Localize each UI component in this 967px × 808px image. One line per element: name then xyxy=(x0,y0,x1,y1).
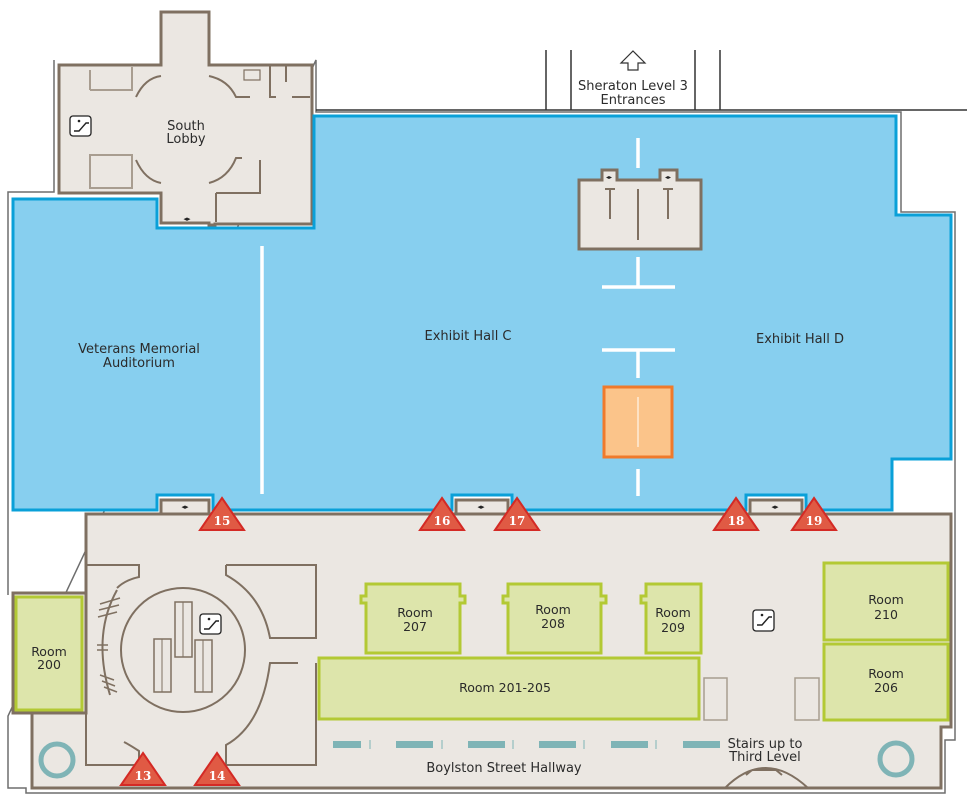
exhibit-halls-area xyxy=(11,114,953,512)
entrance-number: 16 xyxy=(434,514,451,528)
room-209-label-line2: 209 xyxy=(661,620,685,635)
room-208-label-line1: Room xyxy=(535,602,571,617)
entrance-number: 13 xyxy=(135,769,152,783)
room-207-label-line1: Room xyxy=(397,605,433,620)
door-arrows-icon: ◂▸ xyxy=(181,503,189,511)
entrance-marker-15[interactable]: 15 xyxy=(198,496,246,531)
room-206[interactable]: Room 206 xyxy=(822,642,950,722)
sheraton-entrance[interactable]: Sheraton Level 3 Entrances xyxy=(545,50,721,110)
service-core: ◂▸ ◂▸ xyxy=(577,168,703,251)
stairs-icon xyxy=(243,69,261,81)
room-208-label-line2: 208 xyxy=(541,616,565,631)
escalator-icon xyxy=(752,609,775,632)
room-210[interactable]: Room 210 xyxy=(822,561,950,642)
stairs-label-line1: Stairs up to xyxy=(728,737,803,752)
entrance-number: 18 xyxy=(728,514,745,528)
door-arrows-icon: ◂▸ xyxy=(771,503,779,511)
veterans-auditorium-label-line1[interactable]: Veterans Memorial xyxy=(78,342,200,357)
service-box xyxy=(794,677,820,721)
exhibit-hall-d-label[interactable]: Exhibit Hall D xyxy=(756,332,844,347)
room-208[interactable]: Room 208 xyxy=(501,582,608,655)
up-arrow-icon xyxy=(619,50,647,71)
entrance-marker-19[interactable]: 19 xyxy=(790,496,838,531)
stairs-arch[interactable] xyxy=(724,767,809,789)
door-arrows-icon: ◂▸ xyxy=(665,174,671,181)
south-lobby-label-line1: South xyxy=(167,119,205,134)
escalator-icon xyxy=(199,613,222,635)
elevator-icon[interactable] xyxy=(877,740,915,778)
service-box xyxy=(703,677,728,721)
entrance-number: 17 xyxy=(509,514,526,528)
room-207[interactable]: Room 207 xyxy=(359,582,467,655)
room-201-205-label: Room 201-205 xyxy=(459,680,551,695)
room-200[interactable]: Room 200 xyxy=(14,595,84,712)
door-arrows-icon: ◂▸ xyxy=(477,503,485,511)
stairs-label-line2: Third Level xyxy=(728,750,801,765)
room-200-label-line2: 200 xyxy=(37,657,61,672)
veterans-auditorium-label-line2[interactable]: Auditorium xyxy=(103,356,175,371)
boylston-hallway-label: Boylston Street Hallway xyxy=(426,761,582,776)
room-206-label-line2: 206 xyxy=(874,680,898,695)
entrance-marker-14[interactable]: 14 xyxy=(193,751,241,786)
door-arrows-icon: ◂▸ xyxy=(606,174,612,181)
south-lobby[interactable]: South Lobby ◂▸ xyxy=(57,10,314,227)
room-200-label-line1: Room xyxy=(31,644,67,659)
south-lobby-label-line2: Lobby xyxy=(166,132,205,147)
highlighted-booth[interactable] xyxy=(602,385,674,459)
room-207-label-line2: 207 xyxy=(403,619,427,634)
room-206-label-line1: Room xyxy=(868,666,904,681)
room-210-label-line1: Room xyxy=(868,592,904,607)
entrance-marker-16[interactable]: 16 xyxy=(418,496,466,531)
rotunda xyxy=(85,564,317,766)
sheraton-label-line1: Sheraton Level 3 xyxy=(578,79,688,94)
exhibit-hall-c-label[interactable]: Exhibit Hall C xyxy=(424,329,511,344)
entrance-marker-17[interactable]: 17 xyxy=(493,496,541,531)
building-outline xyxy=(7,59,956,794)
entrance-number: 14 xyxy=(209,769,226,783)
entrance-number: 19 xyxy=(806,514,823,528)
stairs-markers xyxy=(333,740,720,749)
room-209[interactable]: Room 209 xyxy=(639,582,703,655)
room-209-label-line1: Room xyxy=(655,605,691,620)
room-210-label-line2: 210 xyxy=(874,607,898,622)
escalators xyxy=(153,601,213,693)
entrance-marker-18[interactable]: 18 xyxy=(712,496,760,531)
door-arrows-icon: ◂▸ xyxy=(183,215,191,223)
entrance-number: 15 xyxy=(214,514,231,528)
entrance-marker-13[interactable]: 13 xyxy=(119,751,167,786)
escalator-icon xyxy=(69,115,92,137)
elevator-icon[interactable] xyxy=(38,741,76,779)
sheraton-label-line2: Entrances xyxy=(600,93,665,108)
room-201-205[interactable]: Room 201-205 xyxy=(317,656,701,721)
